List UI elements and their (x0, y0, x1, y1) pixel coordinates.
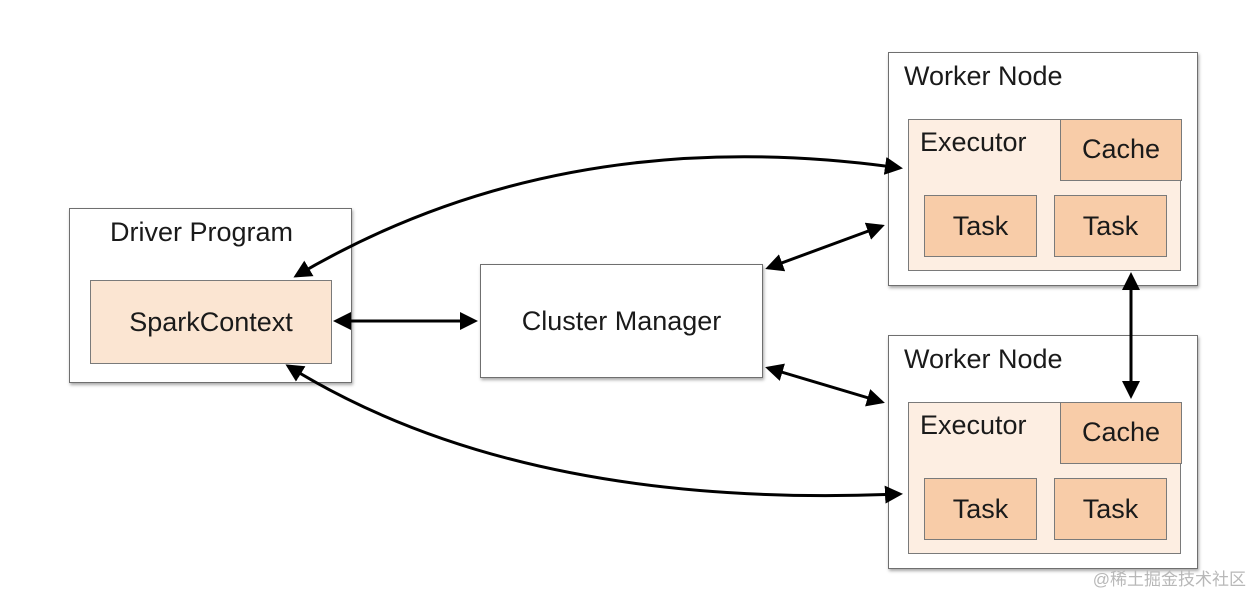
task-box: Task (1054, 195, 1167, 257)
worker-node-1: Worker Node Executor Cache Task Task (888, 52, 1198, 286)
task-box: Task (924, 478, 1037, 540)
executor-label: Executor (920, 127, 1027, 157)
arrow-cluster-worker-1 (765, 222, 885, 272)
executor-box: Executor Cache Task Task (908, 401, 1182, 554)
watermark: @稀土掘金技术社区 (1092, 570, 1246, 589)
cluster-manager-box: Cluster Manager (480, 264, 763, 378)
spark-context-box: SparkContext (90, 280, 332, 364)
executor-box: Executor Cache Task Task (908, 118, 1182, 271)
task-label: Task (952, 493, 1009, 524)
spark-context-label: SparkContext (129, 306, 293, 337)
cache-label: Cache (1081, 417, 1161, 447)
executor-label: Executor (920, 410, 1027, 440)
arrow-context-executor-2 (285, 364, 903, 504)
cache-label: Cache (1081, 134, 1161, 164)
cache-box: Cache (1060, 118, 1182, 181)
worker-node-title: Worker Node (904, 344, 1063, 374)
cluster-manager-label: Cluster Manager (521, 305, 722, 336)
task-label: Task (1082, 210, 1139, 241)
worker-node-2: Worker Node Executor Cache Task Task (888, 335, 1198, 569)
driver-program-title: Driver Program (110, 217, 294, 247)
task-box: Task (1054, 478, 1167, 540)
arrow-cluster-worker-2 (765, 363, 885, 407)
task-label: Task (952, 210, 1009, 241)
cache-box: Cache (1060, 401, 1182, 464)
arrow-context-executor-1 (293, 155, 903, 278)
task-label: Task (1082, 493, 1139, 524)
task-box: Task (924, 195, 1037, 257)
worker-node-title: Worker Node (904, 61, 1063, 91)
